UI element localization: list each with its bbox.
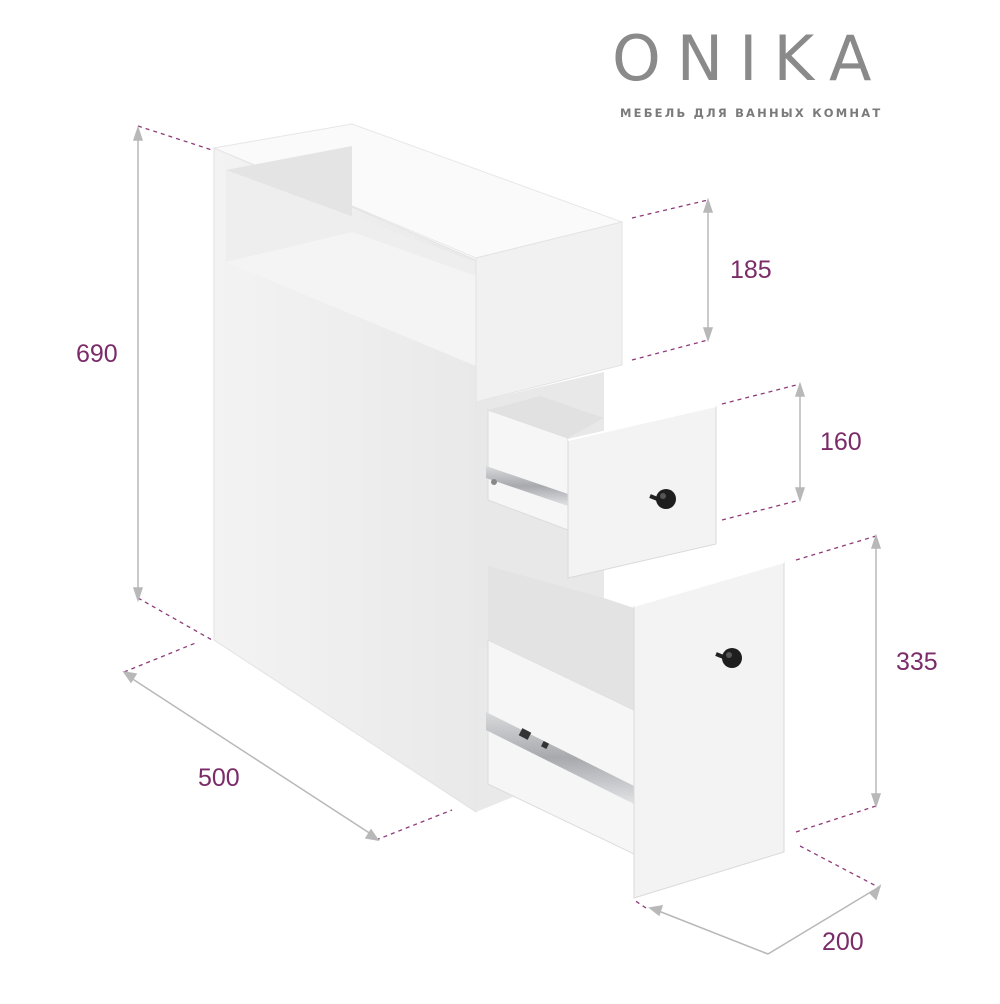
bottom-drawer-knob[interactable] — [715, 648, 742, 668]
dimension-width: 200 — [822, 928, 864, 956]
rail-clip — [518, 728, 532, 740]
dimension-guides — [123, 125, 881, 909]
bottom-drawer-front — [633, 561, 785, 899]
dimension-arrows — [122, 125, 882, 955]
dimension-depth: 500 — [198, 764, 240, 792]
rail-clip — [540, 740, 550, 750]
bottom-drawer-interior — [488, 566, 634, 710]
top-drawer-interior — [488, 396, 604, 438]
rail-screw — [491, 479, 497, 485]
top-drawer-knob[interactable] — [649, 489, 676, 509]
cabinet-front-upper — [475, 221, 623, 403]
dimension-bottom-drawer-height: 335 — [896, 648, 938, 676]
open-shelf-floor — [226, 232, 476, 366]
brand-tagline: МЕБЕЛЬ ДЛЯ ВАННЫХ КОМНАТ — [620, 106, 883, 120]
dimension-shelf-height: 185 — [730, 256, 772, 284]
dimension-height-total: 690 — [76, 340, 118, 368]
top-drawer-rail — [486, 466, 568, 506]
dimension-top-drawer-height: 160 — [820, 428, 862, 456]
brand-logo: ONIKA — [612, 22, 888, 95]
